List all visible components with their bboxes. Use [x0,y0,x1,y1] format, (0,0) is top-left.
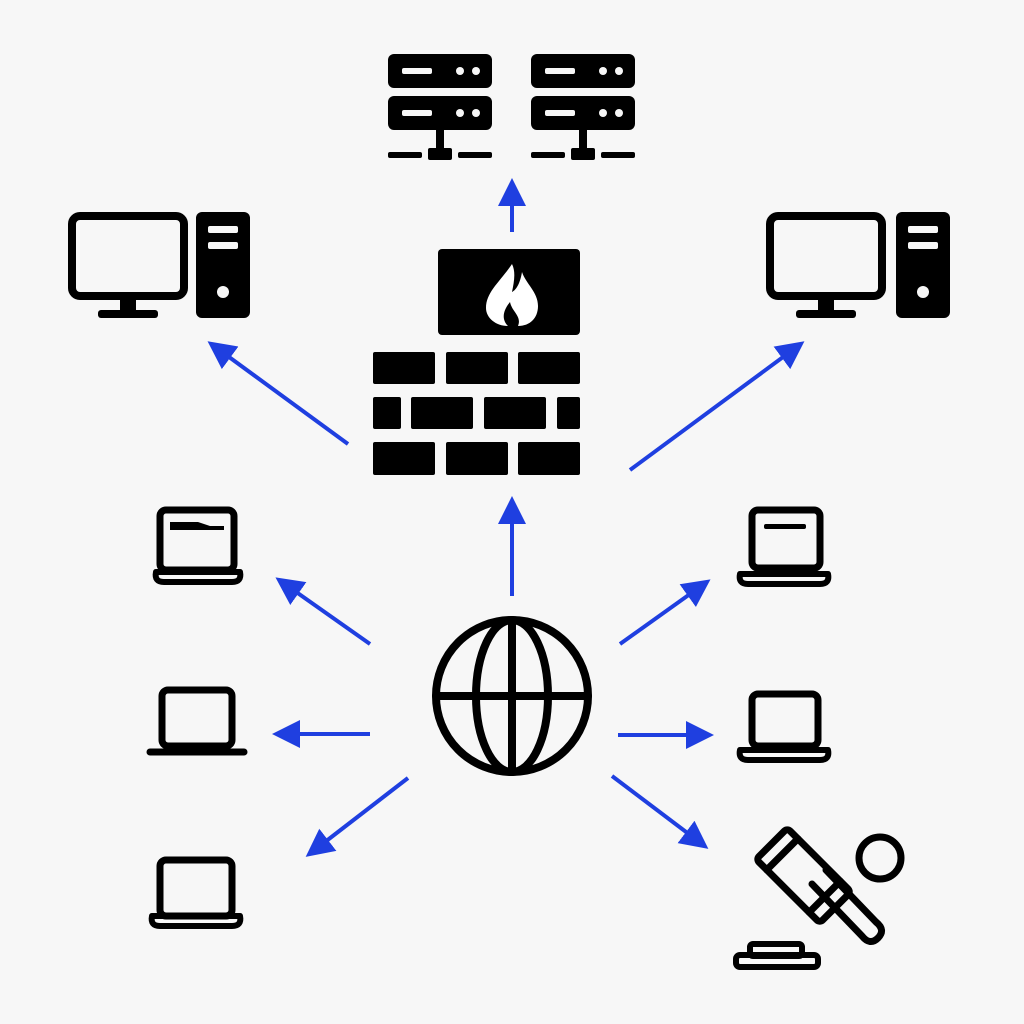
server-rack-icon [388,54,492,160]
firewall-icon [373,249,580,475]
flame-icon [486,264,538,326]
laptop-icon [152,506,244,585]
arrow-globe-to-laptop-right-top [618,579,711,646]
desktop-computer-icon [68,212,250,318]
arrow-globe-to-laptop-left-top [275,577,372,646]
laptop-icon [146,686,248,756]
globe-icon [432,616,592,776]
laptop-icon [736,506,832,587]
arrow-firewall-to-desktop-left [207,341,350,446]
arrow-firewall-to-desktop-right [628,341,805,472]
arrow-globe-to-laptop-left-bottom [305,776,410,857]
laptop-icon [148,856,244,929]
laptop-icon [736,690,832,763]
gavel-icon [733,826,905,970]
arrows-layer [207,178,805,857]
desktop-computer-icon [766,212,950,318]
arrow-globe-to-gavel [610,774,709,849]
server-rack-icon [531,54,635,160]
